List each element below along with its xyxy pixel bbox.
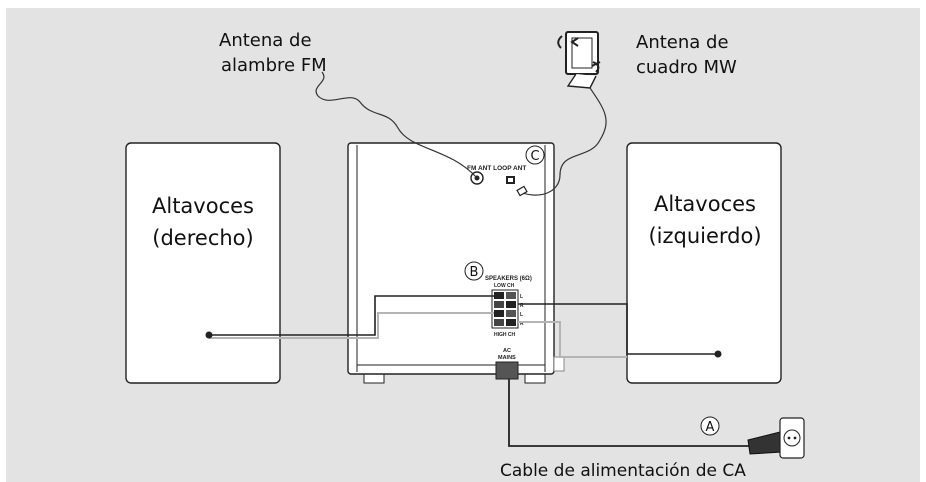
speaker-wire-right [205, 295, 494, 339]
ac-label: AC [503, 348, 511, 354]
main-unit [347, 142, 565, 384]
speaker-right-box [125, 142, 281, 384]
mw-antenna-label-1: Antena de [636, 32, 729, 53]
callout-c: C [525, 145, 545, 165]
speaker-left-label-2: (izquierdo) [648, 224, 761, 248]
callout-a: A [700, 416, 720, 436]
power-cable [508, 379, 752, 447]
mw-antenna-cable [519, 87, 607, 196]
mw-antenna-label-2: cuadro MW [636, 57, 737, 78]
svg-text:C: C [530, 149, 539, 164]
terminal-l-high: L [520, 312, 523, 318]
speakers-label: SPEAKERS (6Ω) [485, 276, 532, 282]
high-ch-label: HIGH CH [494, 332, 516, 338]
terminal-r-high: R [520, 321, 524, 327]
speaker-right-label-2: (derecho) [152, 226, 253, 250]
svg-text:A: A [706, 420, 715, 435]
power-plug [747, 417, 805, 459]
speaker-wire-left [518, 303, 722, 358]
mw-antenna-plug [516, 185, 528, 197]
mains-label: MAINS [498, 355, 516, 361]
ac-mains-socket [495, 361, 519, 380]
fm-antenna-label-2: alambre FM [221, 55, 327, 76]
low-ch-label: LOW CH [494, 283, 515, 289]
fm-antenna-label-1: Antena de [219, 30, 312, 51]
speaker-terminals [491, 289, 519, 329]
mw-loop-antenna [557, 31, 601, 89]
power-cable-label: Cable de alimentación de CA [500, 461, 746, 481]
callout-b: B [464, 261, 484, 281]
svg-text:B: B [470, 265, 479, 280]
speaker-left-box [626, 142, 782, 384]
speaker-left-label-1: Altavoces [654, 192, 756, 216]
fm-wire-antenna [315, 71, 478, 179]
antenna-panel-label: FM ANT LOOP ANT [467, 165, 526, 172]
speaker-right-label-1: Altavoces [152, 194, 254, 218]
terminal-r-low: R [520, 303, 524, 309]
terminal-l-low: L [520, 294, 523, 300]
